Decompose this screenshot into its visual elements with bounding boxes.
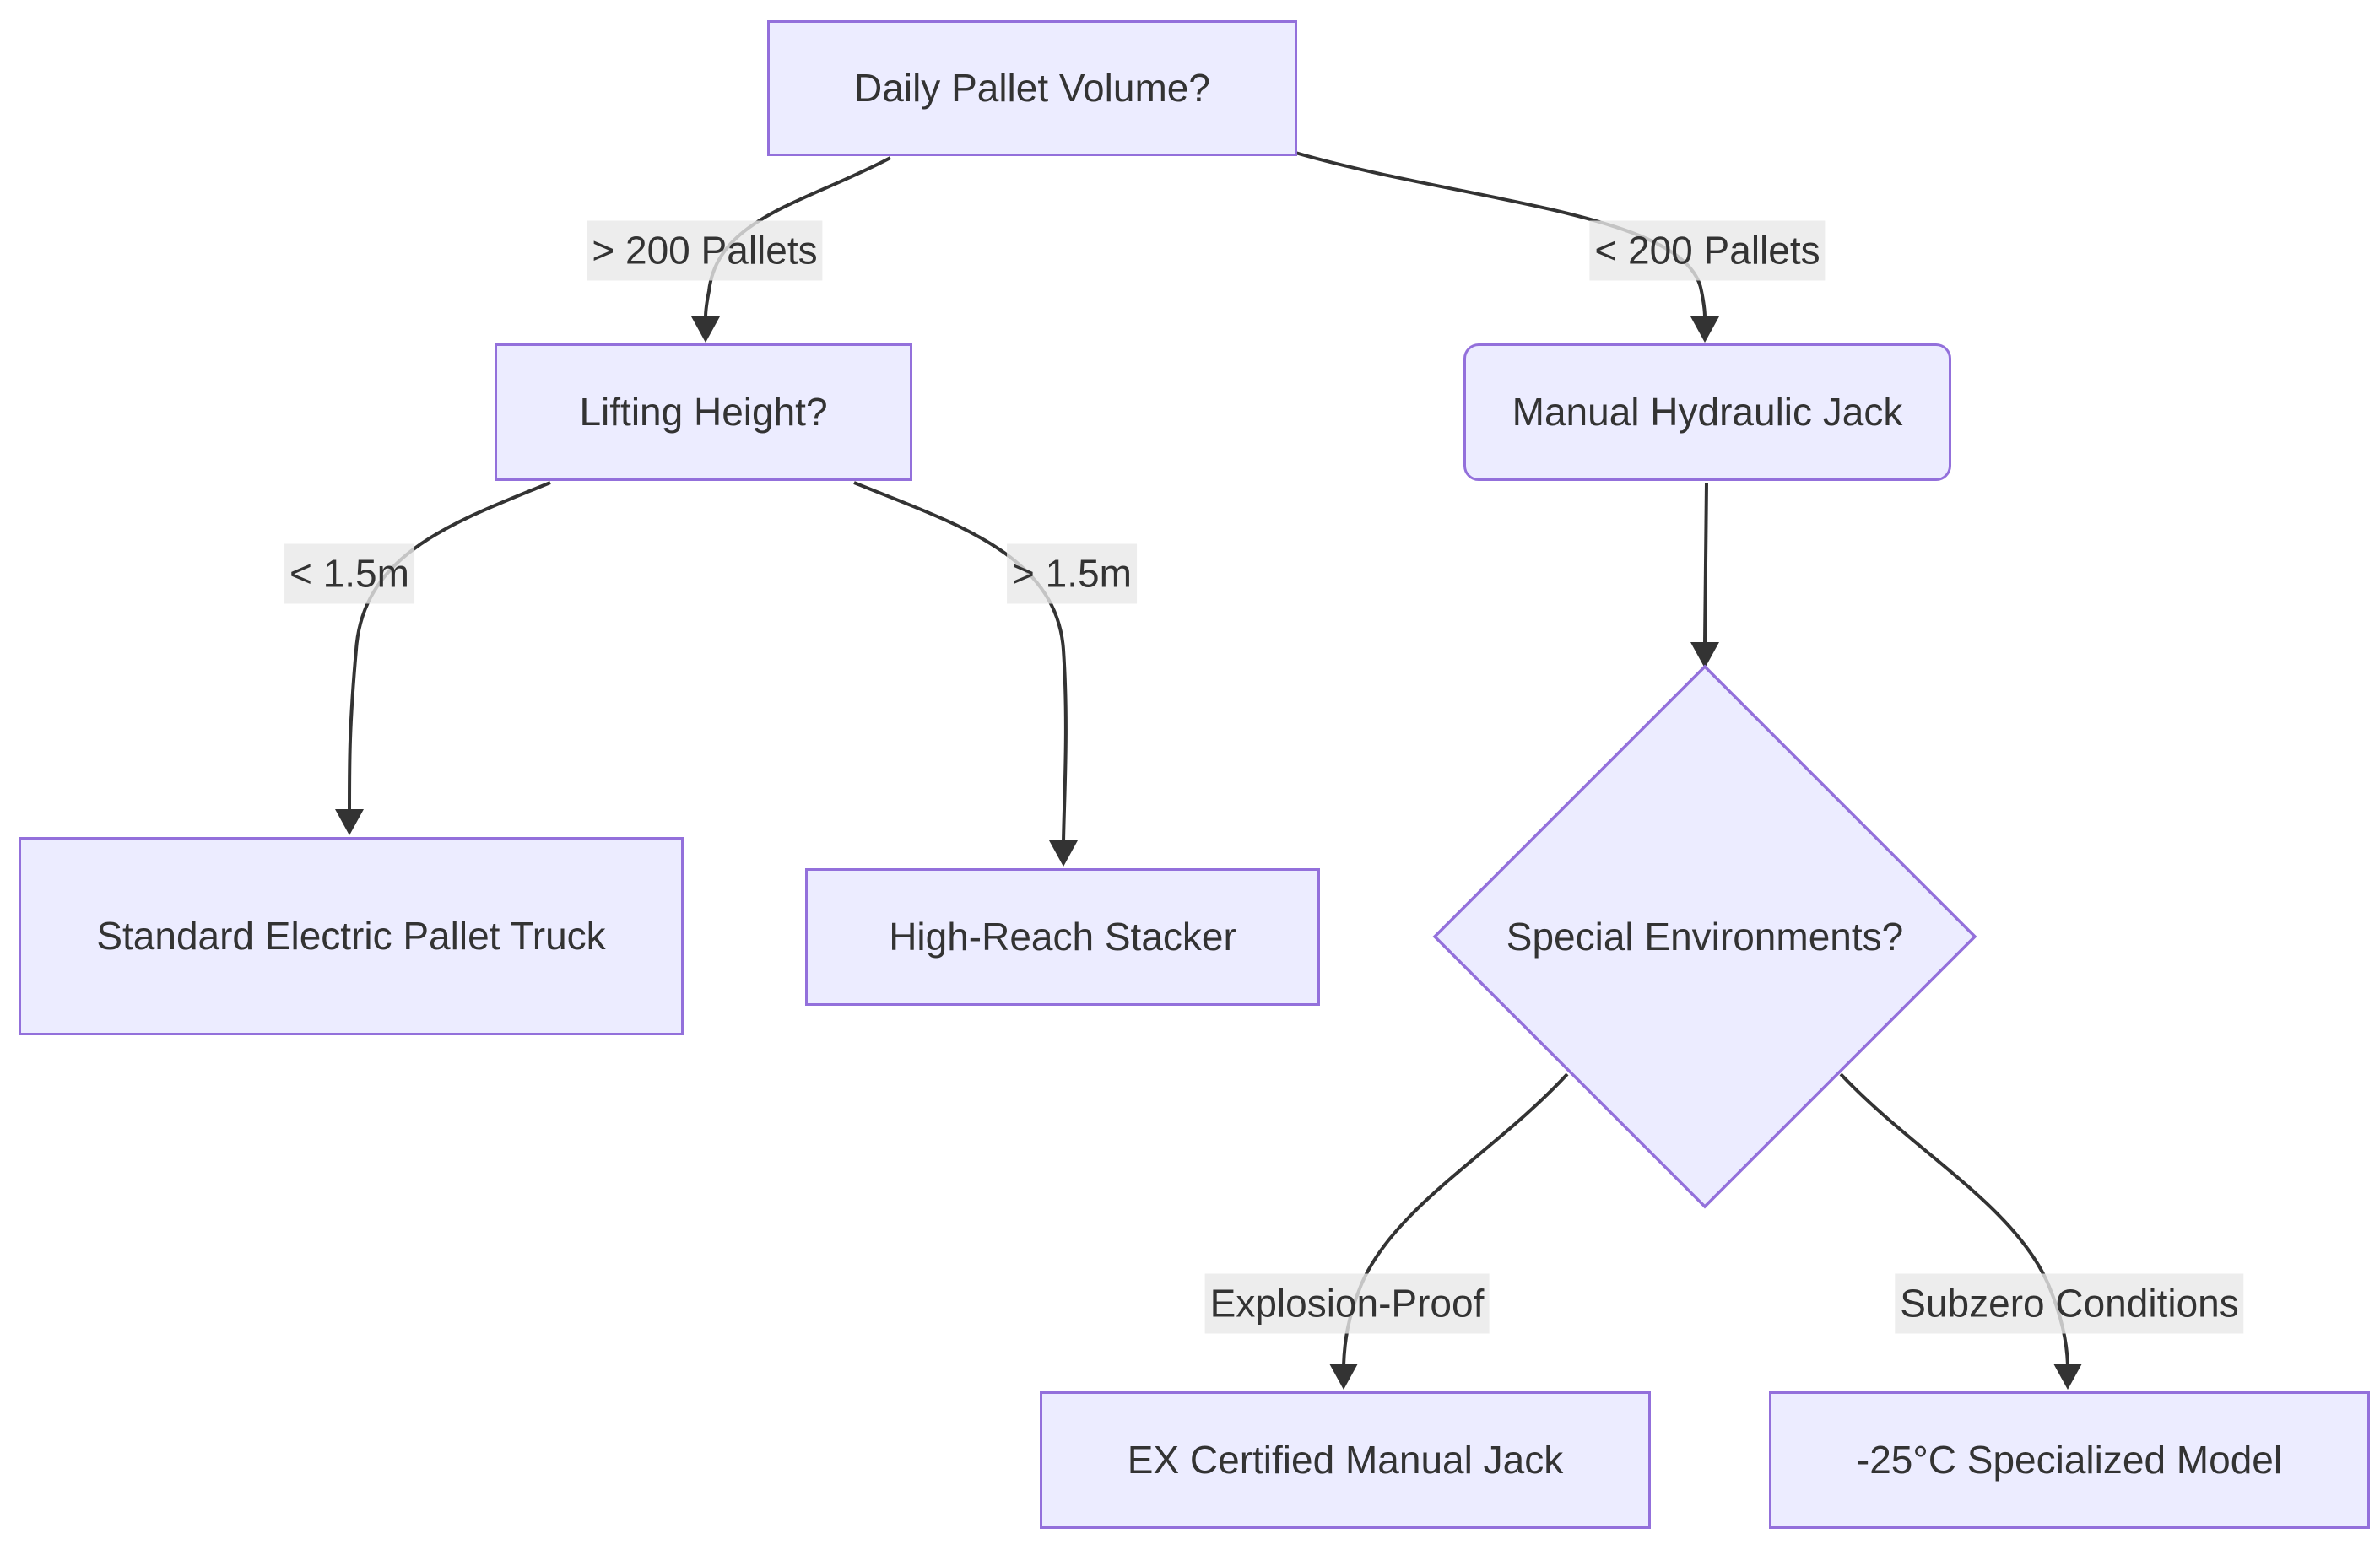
arrowhead-to-special	[1690, 642, 1719, 668]
edge-manual-to-special	[1703, 482, 1708, 645]
node-ex-certified-manual-jack: EX Certified Manual Jack	[1040, 1391, 1651, 1529]
edge-label-lt-1-5m-text: < 1.5m	[289, 551, 409, 596]
node-standard-electric-pallet-truck-label: Standard Electric Pallet Truck	[96, 914, 606, 958]
node-standard-electric-pallet-truck: Standard Electric Pallet Truck	[19, 837, 684, 1035]
node-lifting-height-label: Lifting Height?	[579, 390, 828, 434]
node-manual-hydraulic-jack: Manual Hydraulic Jack	[1463, 343, 1951, 481]
edge-special-to-subzero	[1839, 1072, 2069, 1366]
node-manual-hydraulic-jack-label: Manual Hydraulic Jack	[1512, 390, 1903, 434]
edge-label-gt-1-5m-text: > 1.5m	[1012, 551, 1132, 596]
edge-label-gt-1-5m: > 1.5m	[1007, 543, 1137, 604]
node-special-environments-label: Special Environments?	[1506, 915, 1904, 959]
node-daily-pallet-volume: Daily Pallet Volume?	[767, 20, 1297, 156]
arrowhead-to-standard	[335, 809, 364, 835]
node-special-environments: Special Environments?	[1435, 894, 1975, 979]
arrowhead-to-ex	[1329, 1364, 1358, 1390]
node-high-reach-stacker: High-Reach Stacker	[805, 868, 1320, 1006]
edge-label-explosion-proof-text: Explosion-Proof	[1209, 1281, 1485, 1326]
edge-lifting-to-standard	[348, 481, 551, 812]
node-ex-certified-manual-jack-label: EX Certified Manual Jack	[1127, 1438, 1564, 1482]
edge-label-lt-1-5m: < 1.5m	[284, 543, 414, 604]
arrowhead-to-highreach	[1049, 840, 1078, 867]
edge-label-subzero-conditions: Subzero Conditions	[1895, 1273, 2244, 1334]
edge-special-to-ex	[1342, 1072, 1569, 1366]
node-high-reach-stacker-label: High-Reach Stacker	[889, 915, 1236, 959]
node-daily-pallet-volume-label: Daily Pallet Volume?	[854, 66, 1210, 110]
node-subzero-specialized-model-label: -25°C Specialized Model	[1856, 1438, 2283, 1482]
arrowhead-to-lifting	[691, 316, 720, 343]
edge-label-explosion-proof: Explosion-Proof	[1204, 1273, 1490, 1334]
node-subzero-specialized-model: -25°C Specialized Model	[1769, 1391, 2370, 1529]
arrowhead-to-subzero	[2053, 1364, 2082, 1390]
edge-label-lt-200-pallets-text: < 200 Pallets	[1594, 228, 1820, 273]
edge-label-subzero-conditions-text: Subzero Conditions	[1900, 1281, 2239, 1326]
edge-label-lt-200-pallets: < 200 Pallets	[1589, 220, 1826, 281]
node-lifting-height: Lifting Height?	[495, 343, 912, 481]
edge-label-gt-200-pallets-text: > 200 Pallets	[592, 228, 818, 273]
edge-label-gt-200-pallets: > 200 Pallets	[587, 220, 823, 281]
decision-diamond-shape	[1432, 664, 1977, 1209]
arrowhead-to-manual	[1690, 316, 1719, 343]
edge-lifting-to-highreach	[853, 481, 1068, 843]
